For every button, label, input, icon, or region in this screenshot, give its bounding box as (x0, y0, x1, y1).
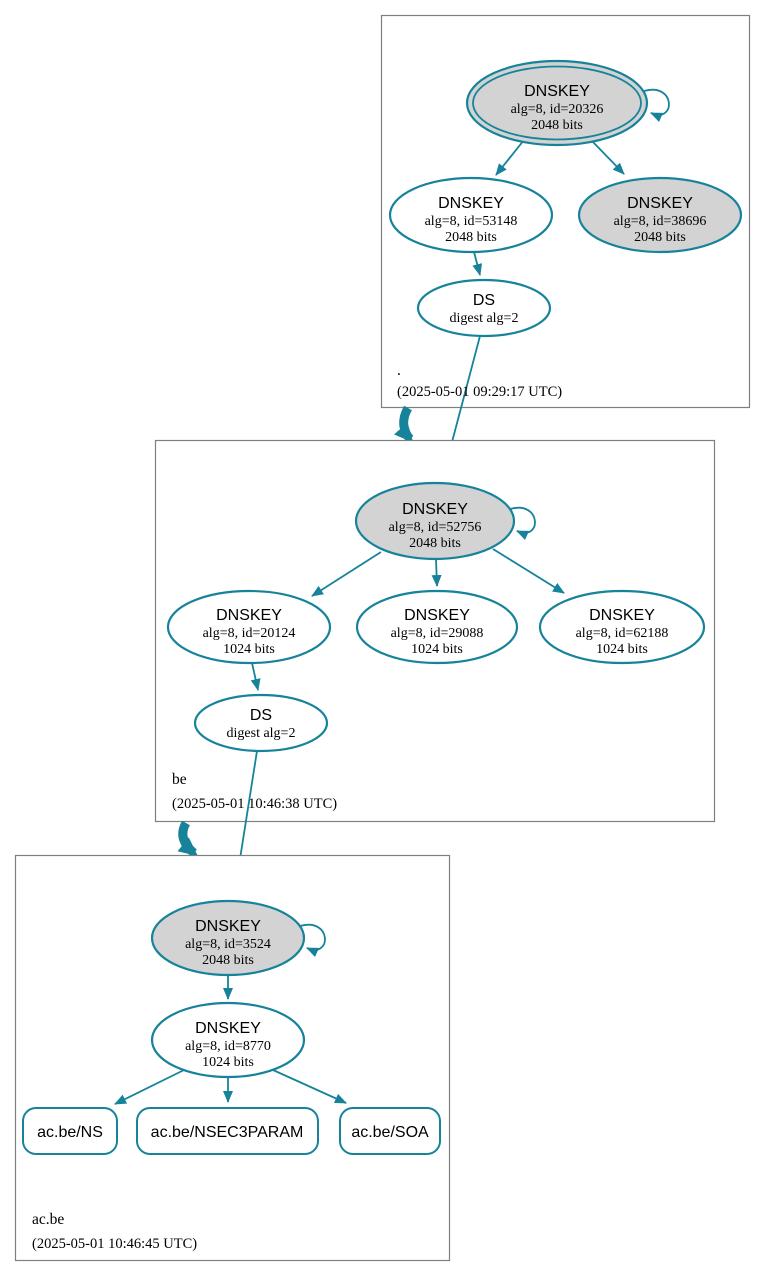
dnskey-type-label: DNSKEY (438, 195, 504, 212)
dnskey-alg-id-label: alg=8, id=20124 (203, 626, 296, 641)
zone-timestamp-be: (2025-05-01 10:46:38 UTC) (172, 796, 337, 812)
zone-root: DNSKEY alg=8, id=20326 2048 bits DNSKEY … (380, 14, 751, 481)
dnskey-node-be-ksk[interactable]: DNSKEY alg=8, id=52756 2048 bits (354, 481, 516, 561)
edge-acbe-zsk-to-ns (114, 1069, 185, 1105)
edge-be-zsk1-to-ds (250, 662, 261, 691)
dnskey-bits-label: 2048 bits (445, 230, 497, 245)
ds-be-ellipse[interactable] (193, 693, 329, 753)
ds-type-label: DS (250, 707, 272, 724)
dnskey-type-label: DNSKEY (195, 1020, 261, 1037)
dnskey-alg-id-label: alg=8, id=53148 (425, 214, 518, 229)
zone-name-acbe: ac.be (32, 1211, 64, 1228)
dnskey-bits-label: 1024 bits (223, 642, 275, 657)
zone-timestamp-root: (2025-05-01 09:29:17 UTC) (397, 384, 562, 400)
rrset-ns-label: ac.be/NS (37, 1124, 103, 1141)
dnskey-alg-id-label: alg=8, id=29088 (391, 626, 484, 641)
dnskey-alg-id-label: alg=8, id=8770 (185, 1039, 271, 1054)
dnskey-bits-label: 2048 bits (409, 536, 461, 551)
dnskey-bits-label: 2048 bits (202, 953, 254, 968)
dnskey-be-ksk-ellipse[interactable] (354, 481, 516, 561)
dnskey-be-zsk1-ellipse[interactable] (166, 589, 332, 665)
ds-digest-label: digest alg=2 (450, 311, 519, 326)
zone-be: DNSKEY alg=8, id=52756 2048 bits DNSKEY … (154, 439, 716, 898)
edge-root-zsk-to-ds (472, 251, 483, 276)
dnskey-bits-label: 1024 bits (411, 642, 463, 657)
dnskey-node-acbe-ksk[interactable]: DNSKEY alg=8, id=3524 2048 bits (150, 899, 306, 977)
dnskey-root-ksk-inner-ellipse (472, 65, 642, 141)
dnskey-acbe-zsk-ellipse[interactable] (150, 1001, 306, 1079)
rrset-soa-label: ac.be/SOA (351, 1124, 429, 1141)
rrset-ns-box[interactable] (22, 1107, 118, 1155)
ds-root-ellipse[interactable] (416, 278, 552, 338)
rrset-nsec3param-label: ac.be/NSEC3PARAM (151, 1124, 304, 1141)
self-sign-loop-be-ksk (509, 506, 536, 540)
zone-name-be: be (172, 771, 187, 788)
self-sign-loop-root-ksk (643, 88, 670, 122)
zone-name-root: . (397, 362, 401, 379)
dnskey-bits-label: 1024 bits (202, 1055, 254, 1070)
dnskey-type-label: DNSKEY (195, 918, 261, 935)
rrset-node-nsec3param[interactable]: ac.be/NSEC3PARAM (136, 1107, 319, 1155)
dnskey-bits-label: 2048 bits (634, 230, 686, 245)
dnskey-root-zsk-ellipse[interactable] (388, 176, 554, 254)
ds-type-label: DS (473, 292, 495, 309)
ds-node-root[interactable]: DS digest alg=2 (416, 278, 552, 338)
rrset-nsec3param-box[interactable] (136, 1107, 319, 1155)
self-sign-loop-acbe-ksk (299, 923, 326, 957)
edge-be-ksk-to-zsk1 (311, 551, 382, 597)
delegation-arrow-be-to-acbe (177, 820, 198, 857)
edge-root-ksk-to-standby (591, 140, 625, 175)
dnskey-node-root-ksk[interactable]: DNSKEY alg=8, id=20326 2048 bits (465, 59, 649, 147)
dnskey-node-be-zsk1[interactable]: DNSKEY alg=8, id=20124 1024 bits (166, 589, 332, 665)
dnskey-alg-id-label: alg=8, id=20326 (511, 102, 604, 117)
dnskey-alg-id-label: alg=8, id=52756 (389, 520, 482, 535)
edge-acbe-zsk-to-soa (272, 1069, 347, 1104)
dnskey-alg-id-label: alg=8, id=38696 (614, 214, 707, 229)
dnskey-node-acbe-zsk[interactable]: DNSKEY alg=8, id=8770 1024 bits (150, 1001, 306, 1079)
dnskey-node-root-zsk[interactable]: DNSKEY alg=8, id=53148 2048 bits (388, 176, 554, 254)
dnskey-node-be-zsk2[interactable]: DNSKEY alg=8, id=29088 1024 bits (355, 589, 519, 665)
ds-node-be[interactable]: DS digest alg=2 (193, 693, 329, 753)
dnskey-node-be-zsk3[interactable]: DNSKEY alg=8, id=62188 1024 bits (538, 589, 706, 665)
dnskey-bits-label: 2048 bits (531, 118, 583, 133)
dnskey-node-root-standby[interactable]: DNSKEY alg=8, id=38696 2048 bits (577, 176, 743, 254)
dnskey-type-label: DNSKEY (524, 83, 590, 100)
dnskey-type-label: DNSKEY (627, 195, 693, 212)
dnskey-be-zsk3-ellipse[interactable] (538, 589, 706, 665)
zone-acbe: DNSKEY alg=8, id=3524 2048 bits DNSKEY a… (14, 854, 451, 1262)
zone-timestamp-acbe: (2025-05-01 10:46:45 UTC) (32, 1236, 197, 1252)
dnskey-type-label: DNSKEY (216, 607, 282, 624)
dnskey-root-ksk-outer-ellipse[interactable] (465, 59, 649, 147)
ds-digest-label: digest alg=2 (227, 726, 296, 741)
dnskey-bits-label: 1024 bits (596, 642, 648, 657)
edge-be-ksk-to-zsk3 (492, 548, 565, 594)
dnskey-be-zsk2-ellipse[interactable] (355, 589, 519, 665)
edge-root-ksk-to-zsk (495, 139, 525, 176)
dnskey-root-standby-ellipse[interactable] (577, 176, 743, 254)
dnskey-alg-id-label: alg=8, id=62188 (576, 626, 669, 641)
dnskey-alg-id-label: alg=8, id=3524 (185, 937, 271, 952)
rrset-node-ns[interactable]: ac.be/NS (22, 1107, 118, 1155)
dnskey-acbe-ksk-ellipse[interactable] (150, 899, 306, 977)
dnskey-type-label: DNSKEY (589, 607, 655, 624)
dnskey-type-label: DNSKEY (402, 501, 468, 518)
rrset-node-soa[interactable]: ac.be/SOA (339, 1107, 441, 1155)
edge-be-ksk-to-zsk2 (431, 558, 442, 587)
dnskey-type-label: DNSKEY (404, 607, 470, 624)
rrset-soa-box[interactable] (339, 1107, 441, 1155)
delegation-arrow-root-to-be (394, 405, 414, 443)
